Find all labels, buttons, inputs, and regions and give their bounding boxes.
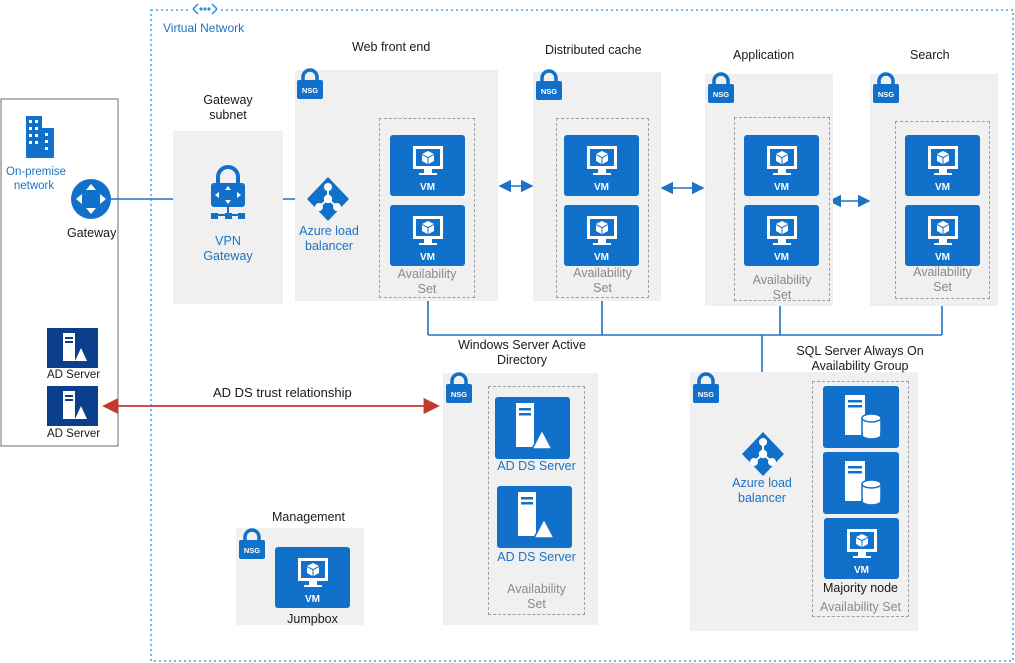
adds-server-1-label: AD DS Server (497, 459, 576, 473)
nsg-label: NSG (450, 390, 468, 399)
trust-relationship-label: AD DS trust relationship (213, 385, 352, 400)
nsg-label: NSG (877, 90, 895, 99)
search-nsg-icon: NSG (872, 72, 900, 109)
web-vm-1[interactable]: VM (390, 135, 465, 196)
adds-server-2-icon[interactable] (497, 486, 572, 548)
cache-tier-title: Distributed cache (545, 43, 642, 57)
nsg-label: NSG (697, 390, 715, 399)
sql-node-1-icon[interactable] (823, 386, 899, 448)
adds-nsg-icon: NSG (445, 372, 473, 409)
app-availability-set (734, 117, 830, 301)
adds-server-2-label: AD DS Server (497, 550, 576, 564)
search-availability-set (895, 121, 990, 299)
app-nsg-icon: NSG (707, 72, 735, 109)
vm-label: VM (774, 182, 789, 193)
web-lb-icon[interactable] (306, 176, 350, 227)
nsg-label: NSG (301, 86, 319, 95)
vnet-boundary (150, 9, 1014, 662)
nsg-label: NSG (540, 87, 558, 96)
sql-node-2-icon[interactable] (823, 452, 899, 514)
vm-label: VM (305, 594, 320, 605)
sql-nsg-icon: NSG (692, 372, 720, 409)
jumpbox-label: Jumpbox (287, 612, 338, 626)
vpn-gateway-icon[interactable] (207, 165, 249, 232)
sql-availability-set (812, 381, 909, 617)
web-availability-set (379, 118, 475, 298)
ad-server-2-icon[interactable] (47, 386, 98, 426)
vpn-gateway-label: VPN Gateway (203, 234, 253, 263)
gateway-router-icon[interactable] (70, 178, 112, 225)
onprem-network-label: On-premise network (6, 166, 67, 192)
adds-title: Windows Server Active Directory (458, 338, 586, 367)
building-icon (24, 114, 56, 165)
mgmt-nsg-icon: NSG (238, 528, 266, 565)
app-vm-1[interactable]: VM (744, 135, 819, 196)
app-availability-set-label: Availability Set (752, 273, 812, 302)
vm-label: VM (420, 182, 435, 193)
web-vm-2[interactable]: VM (390, 205, 465, 266)
adds-availability-set (488, 386, 585, 615)
cache-availability-set-label: Availability Set (573, 266, 632, 295)
mgmt-title: Management (272, 510, 345, 524)
vm-label: VM (594, 252, 609, 263)
sql-majority-vm[interactable]: VM (824, 518, 899, 579)
ad-server-2-label: AD Server (47, 428, 101, 440)
cache-nsg-icon: NSG (535, 69, 563, 106)
adds-availability-set-label: Availability Set (507, 582, 566, 611)
sql-title: SQL Server Always On Availability Group (796, 344, 924, 373)
web-tier-title: Web front end (352, 40, 431, 54)
nsg-label: NSG (243, 546, 261, 555)
sql-availability-set-label: Availability Set (819, 600, 902, 614)
sql-lb-label: Azure load balancer (732, 476, 792, 505)
vm-label: VM (854, 565, 869, 576)
cache-vm-1[interactable]: VM (564, 135, 639, 196)
ad-server-1-icon[interactable] (47, 328, 98, 368)
search-tier-title: Search (910, 48, 950, 62)
web-nsg-icon: NSG (296, 68, 324, 105)
vm-label: VM (594, 182, 609, 193)
cache-vm-2[interactable]: VM (564, 205, 639, 266)
ad-server-1-label: AD Server (47, 369, 101, 381)
search-vm-1[interactable]: VM (905, 135, 980, 196)
search-vm-2[interactable]: VM (905, 205, 980, 266)
sql-lb-icon[interactable] (741, 431, 785, 482)
vm-label: VM (420, 252, 435, 263)
app-vm-2[interactable]: VM (744, 205, 819, 266)
web-lb-label: Azure load balancer (299, 224, 359, 253)
gateway-subnet-title: Gateway subnet (203, 93, 253, 122)
adds-server-1-icon[interactable] (495, 397, 570, 459)
onprem-boundary (0, 98, 119, 447)
vm-label: VM (774, 252, 789, 263)
search-availability-set-label: Availability Set (913, 265, 972, 294)
sql-majority-label: Majority node (822, 581, 899, 595)
vm-label: VM (935, 252, 950, 263)
web-availability-set-label: Availability Set (397, 267, 457, 296)
vm-label: VM (935, 182, 950, 193)
jumpbox-vm[interactable]: VM (275, 547, 350, 608)
gateway-label: Gateway (67, 226, 117, 240)
nsg-label: NSG (712, 90, 730, 99)
vnet-label: Virtual Network (163, 21, 245, 35)
cache-availability-set (556, 118, 649, 298)
vnet-icon (189, 2, 221, 16)
app-tier-title: Application (733, 48, 795, 62)
